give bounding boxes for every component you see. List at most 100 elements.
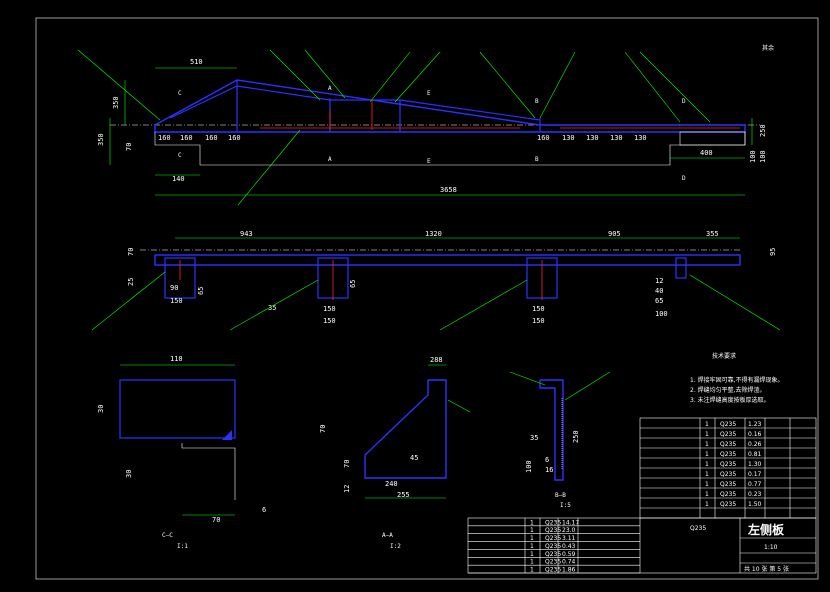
svg-text:I:2: I:2 <box>390 543 401 550</box>
svg-text:E: E <box>427 158 431 165</box>
svg-text:2. 焊缝均匀平整,去除焊渣。: 2. 焊缝均匀平整,去除焊渣。 <box>690 386 766 394</box>
drawing-title: 左侧板 <box>747 522 785 537</box>
title-cell: 1.86 <box>562 567 576 574</box>
bom-cell: Q235 <box>720 501 736 508</box>
side-plate <box>154 254 741 266</box>
svg-text:C: C <box>178 152 182 159</box>
main-view: 510 350 350 70 140 160 160 160 160 160 1… <box>77 44 774 206</box>
section-a-a: 288 70 70 12 45 240 255 A—A I:2 <box>319 356 471 550</box>
drawing-frame <box>35 17 819 580</box>
svg-text:1320: 1320 <box>425 230 442 238</box>
svg-text:E: E <box>427 90 431 97</box>
svg-text:B—B: B—B <box>555 492 566 499</box>
svg-text:技术要求: 技术要求 <box>712 352 736 360</box>
svg-text:65: 65 <box>197 287 205 295</box>
svg-text:A—A: A—A <box>382 532 393 539</box>
svg-text:45: 45 <box>410 454 418 462</box>
title-cell: 1 <box>530 559 534 566</box>
svg-text:70: 70 <box>212 516 220 524</box>
title-cell: Q235 <box>545 519 561 526</box>
svg-text:D: D <box>682 175 686 182</box>
svg-text:A: A <box>328 85 332 92</box>
svg-text:250: 250 <box>572 430 580 443</box>
title-cell: Q235 <box>545 543 561 550</box>
title-cell: 0.43 <box>562 543 576 550</box>
svg-text:250: 250 <box>759 124 767 137</box>
svg-text:160: 160 <box>180 134 193 142</box>
svg-text:90: 90 <box>170 284 178 292</box>
svg-text:B: B <box>535 98 539 105</box>
bom-cell: 1.50 <box>748 501 762 508</box>
title-cell: Q235 <box>545 535 561 542</box>
svg-text:355: 355 <box>706 230 719 238</box>
bom-cell: 0.77 <box>748 481 762 488</box>
section-b-b: 250 35 6 16 100 B—B I:5 <box>509 371 611 509</box>
svg-text:288: 288 <box>430 356 443 364</box>
title-cell: 0.59 <box>562 551 576 558</box>
svg-text:其余: 其余 <box>762 44 774 52</box>
svg-text:A: A <box>328 156 332 163</box>
bom-cell: Q235 <box>720 471 736 478</box>
svg-text:160: 160 <box>158 134 171 142</box>
bom-cell: Q235 <box>720 451 736 458</box>
svg-text:16: 16 <box>545 466 553 474</box>
svg-text:100: 100 <box>759 150 767 163</box>
bom-cell: 1 <box>705 491 709 498</box>
svg-text:1:10: 1:10 <box>764 544 778 551</box>
title-cell: 23.0 <box>562 527 576 534</box>
svg-text:100: 100 <box>655 310 668 318</box>
svg-text:130: 130 <box>610 134 623 142</box>
title-cell: 0.74 <box>562 559 576 566</box>
bom-cell: Q235 <box>720 431 736 438</box>
bom-cell: 0.17 <box>748 471 762 478</box>
svg-text:150: 150 <box>532 317 545 325</box>
svg-text:6: 6 <box>545 456 549 464</box>
bom-cell: 1.23 <box>748 421 762 428</box>
svg-text:240: 240 <box>385 480 398 488</box>
svg-text:130: 130 <box>562 134 575 142</box>
svg-text:40: 40 <box>655 287 663 295</box>
svg-text:905: 905 <box>608 230 621 238</box>
bom-cell: Q235 <box>720 481 736 488</box>
svg-text:25: 25 <box>127 278 135 286</box>
svg-text:70: 70 <box>319 425 327 433</box>
title-cell: Q235 <box>545 559 561 566</box>
bom-cell: 1 <box>705 461 709 468</box>
svg-text:D: D <box>682 98 686 105</box>
bom-cell: 1 <box>705 481 709 488</box>
svg-text:12: 12 <box>343 485 351 493</box>
bom-cell: 0.23 <box>748 491 762 498</box>
tech-notes: 技术要求 1. 焊接牢固可靠,不得有漏焊现象。 2. 焊缝均匀平整,去除焊渣。 … <box>690 352 784 404</box>
svg-text:共 10 张 第 5 张: 共 10 张 第 5 张 <box>744 565 789 573</box>
svg-text:I:5: I:5 <box>560 502 571 509</box>
bom-cell: 1 <box>705 421 709 428</box>
title-cell: 1 <box>530 527 534 534</box>
leader-line <box>77 49 161 121</box>
bom-cell: Q235 <box>720 421 736 428</box>
dim-label: 510 <box>190 58 203 66</box>
bom-cell: 1 <box>705 431 709 438</box>
svg-text:30: 30 <box>97 405 105 413</box>
svg-text:350: 350 <box>97 133 105 146</box>
bom-cell: 1 <box>705 501 709 508</box>
svg-text:70: 70 <box>125 143 133 151</box>
svg-text:C—C: C—C <box>162 532 173 539</box>
svg-text:100: 100 <box>749 150 757 163</box>
bom-cell: 1.30 <box>748 461 762 468</box>
title-cell: 3.11 <box>562 535 576 542</box>
svg-text:130: 130 <box>586 134 599 142</box>
svg-text:110: 110 <box>170 355 183 363</box>
svg-text:B: B <box>535 156 539 163</box>
svg-text:150: 150 <box>170 297 183 305</box>
bom-cell: 0.26 <box>748 441 762 448</box>
title-cell: 14.17 <box>562 519 579 526</box>
svg-text:Q235: Q235 <box>690 525 706 532</box>
svg-text:1. 焊接牢固可靠,不得有漏焊现象。: 1. 焊接牢固可靠,不得有漏焊现象。 <box>690 376 784 384</box>
svg-text:100: 100 <box>525 460 533 473</box>
part-outline <box>154 79 746 133</box>
svg-text:160: 160 <box>537 134 550 142</box>
title-cell: 1 <box>530 519 534 526</box>
svg-text:35: 35 <box>530 434 538 442</box>
